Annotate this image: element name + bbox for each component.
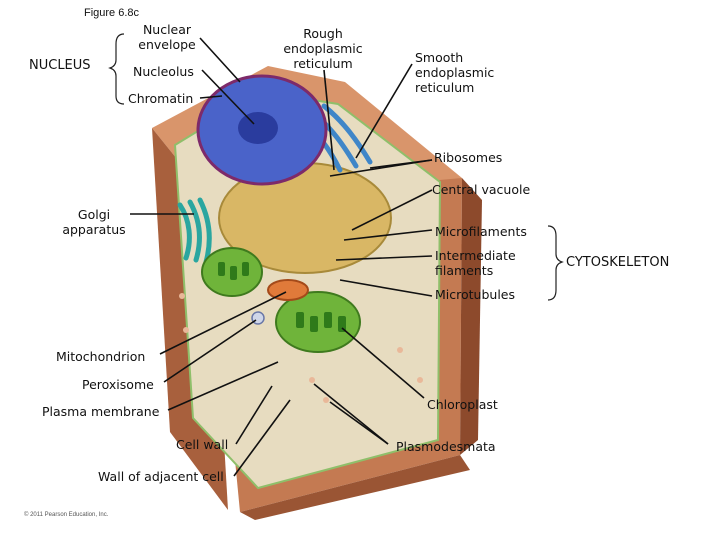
leader-cell-wall [235, 385, 273, 445]
leader-mitochondrion [159, 291, 287, 355]
leader-plasma-membrane [167, 361, 279, 411]
label-mitochondrion: Mitochondrion [56, 349, 146, 364]
leader-chloroplast [341, 327, 425, 399]
label-chloroplast: Chloroplast [427, 397, 498, 412]
group-label-nucleus: NUCLEUS [29, 58, 91, 73]
figure-number: Figure 6.8c [84, 7, 140, 19]
plasmodesma [309, 377, 315, 383]
adjacent-cell-wall [240, 455, 470, 520]
label-intermediate-filaments: Intermediate filaments [435, 248, 516, 278]
label-peroxisome: Peroxisome [82, 377, 154, 392]
thylakoid-stacks [218, 262, 346, 332]
cytoskeleton-bracket [547, 225, 564, 301]
plasmodesma [183, 327, 189, 333]
granum [218, 262, 225, 276]
label-nuclear-envelope: Nuclear envelope [138, 22, 196, 52]
label-rough-er: Rough endoplasmic reticulum [283, 26, 363, 71]
leader-central-vacuole [351, 189, 433, 231]
cell-wall-right-face [460, 178, 482, 455]
plasmodesma [179, 293, 185, 299]
golgi-cisterna [177, 202, 192, 261]
granum [296, 312, 304, 328]
label-microtubules: Microtubules [435, 287, 515, 302]
group-label-cytoskeleton: CYTOSKELETON [566, 255, 670, 270]
nucleolus [238, 112, 278, 144]
leader-plasmodesmata [313, 383, 389, 445]
plasmodesma [323, 397, 329, 403]
granum [242, 262, 249, 276]
label-wall-adjacent: Wall of adjacent cell [98, 469, 224, 484]
granum [230, 266, 237, 280]
label-plasmodesmata: Plasmodesmata [396, 439, 496, 454]
leader-intermediate-filaments [335, 255, 433, 261]
golgi-cisterna [197, 197, 212, 265]
label-central-vacuole: Central vacuole [432, 182, 531, 197]
leader-ribosomes [329, 159, 433, 177]
leader-microtubules [339, 279, 433, 297]
rough-er-fold [321, 103, 373, 165]
leader-wall-adjacent [233, 399, 291, 477]
golgi-cisterna [187, 199, 202, 263]
leader-chromatin [199, 95, 223, 99]
leader-plasmodesmata [329, 401, 389, 445]
label-plasma-membrane: Plasma membrane [42, 404, 160, 419]
granum [324, 312, 332, 328]
label-cell-wall: Cell wall [176, 437, 229, 452]
plasmodesmata [179, 293, 423, 403]
granum [338, 316, 346, 332]
copyright-notice: © 2011 Pearson Education, Inc. [24, 512, 109, 518]
plasmodesma [397, 347, 403, 353]
golgi-apparatus [177, 197, 212, 265]
label-chromatin: Chromatin [128, 91, 194, 106]
plasmodesma [417, 377, 423, 383]
leader-peroxisome [163, 319, 257, 383]
nucleus-bracket [108, 33, 125, 105]
label-ribosomes: Ribosomes [434, 150, 503, 165]
leader-rough-er [323, 69, 335, 171]
leader-lines [130, 37, 433, 477]
leader-nuclear-envelope [199, 37, 241, 83]
leader-nucleolus [201, 69, 255, 125]
label-golgi: Golgi apparatus [62, 207, 126, 237]
leader-microfilaments [343, 229, 433, 241]
label-microfilaments: Microfilaments [435, 224, 527, 239]
label-smooth-er: Smooth endoplasmic reticulum [415, 50, 495, 95]
mitochondrion [267, 279, 309, 301]
label-nucleolus: Nucleolus [133, 64, 194, 79]
granum [310, 316, 318, 332]
leader-smooth-er [355, 63, 413, 159]
